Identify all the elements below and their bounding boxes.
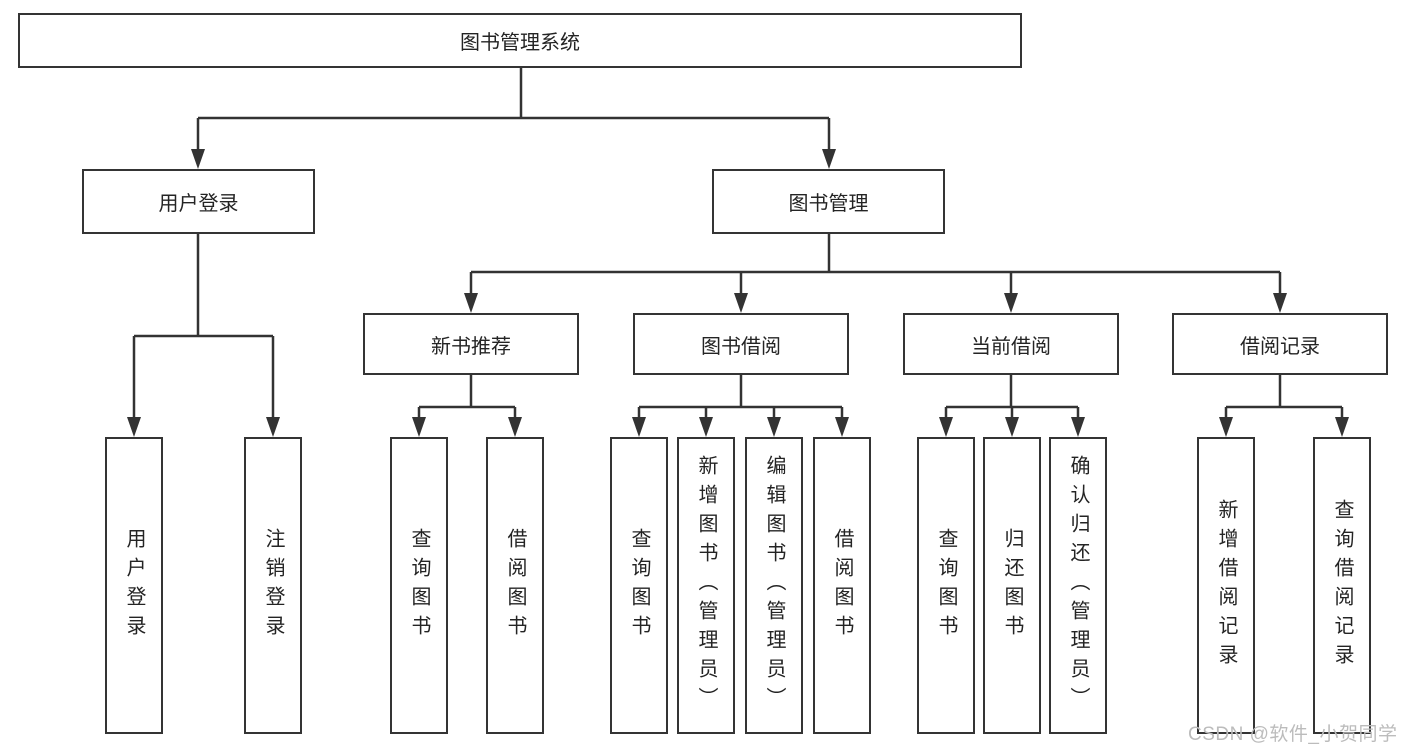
node-leaf-confirm-return-admin: 确认归还（管理员） [1049,437,1107,734]
node-leaf-query-books-recommend-label: 查询图书 [408,527,430,644]
node-new-book-recommend-label: 新书推荐 [431,335,511,358]
node-leaf-confirm-return-admin-label: 确认归还（管理员） [1067,455,1089,716]
node-leaf-borrow-books-recommend: 借阅图书 [486,437,544,734]
node-leaf-return-books-label: 归还图书 [1001,527,1023,644]
node-leaf-query-books-borrow: 查询图书 [610,437,668,734]
node-leaf-add-books-admin-label: 新增图书（管理员） [695,455,717,716]
node-leaf-query-books-current-label: 查询图书 [935,527,957,644]
node-leaf-user-login: 用户登录 [105,437,163,734]
node-leaf-add-books-admin: 新增图书（管理员） [677,437,735,734]
node-borrow-records: 借阅记录 [1172,313,1388,375]
connector-book-borrow-children [632,375,849,437]
node-book-management: 图书管理 [712,169,945,234]
node-leaf-borrow-books-recommend-label: 借阅图书 [504,527,526,644]
node-leaf-query-books-recommend: 查询图书 [390,437,448,734]
node-current-borrow-label: 当前借阅 [971,335,1051,358]
node-leaf-add-borrow-record: 新增借阅记录 [1197,437,1255,734]
node-leaf-logout-label: 注销登录 [262,527,284,644]
node-leaf-edit-books-admin-label: 编辑图书（管理员） [763,455,785,716]
node-leaf-query-borrow-record-label: 查询借阅记录 [1331,498,1353,673]
node-leaf-add-borrow-record-label: 新增借阅记录 [1215,498,1237,673]
node-leaf-user-login-label: 用户登录 [123,527,145,644]
node-leaf-query-books-borrow-label: 查询图书 [628,527,650,644]
node-root: 图书管理系统 [18,13,1022,68]
connector-user-login-children [127,234,280,437]
connector-borrow-records-children [1219,375,1349,437]
node-book-borrow: 图书借阅 [633,313,849,375]
node-leaf-query-books-current: 查询图书 [917,437,975,734]
node-user-login: 用户登录 [82,169,315,234]
node-leaf-borrow-books: 借阅图书 [813,437,871,734]
node-book-management-label: 图书管理 [788,193,869,215]
connector-root-to-level2 [191,68,836,169]
node-borrow-records-label: 借阅记录 [1240,335,1320,358]
node-current-borrow: 当前借阅 [903,313,1119,375]
node-leaf-logout: 注销登录 [244,437,302,734]
node-book-borrow-label: 图书借阅 [701,335,781,358]
node-leaf-edit-books-admin: 编辑图书（管理员） [745,437,803,734]
node-root-label: 图书管理系统 [460,32,580,54]
node-user-login-label: 用户登录 [158,193,239,215]
node-leaf-return-books: 归还图书 [983,437,1041,734]
node-leaf-borrow-books-label: 借阅图书 [831,527,853,644]
node-leaf-query-borrow-record: 查询借阅记录 [1313,437,1371,734]
connector-book-management-children [464,234,1287,313]
connector-current-borrow-children [939,375,1085,437]
node-new-book-recommend: 新书推荐 [363,313,579,375]
connector-new-book-recommend-children [412,375,522,437]
